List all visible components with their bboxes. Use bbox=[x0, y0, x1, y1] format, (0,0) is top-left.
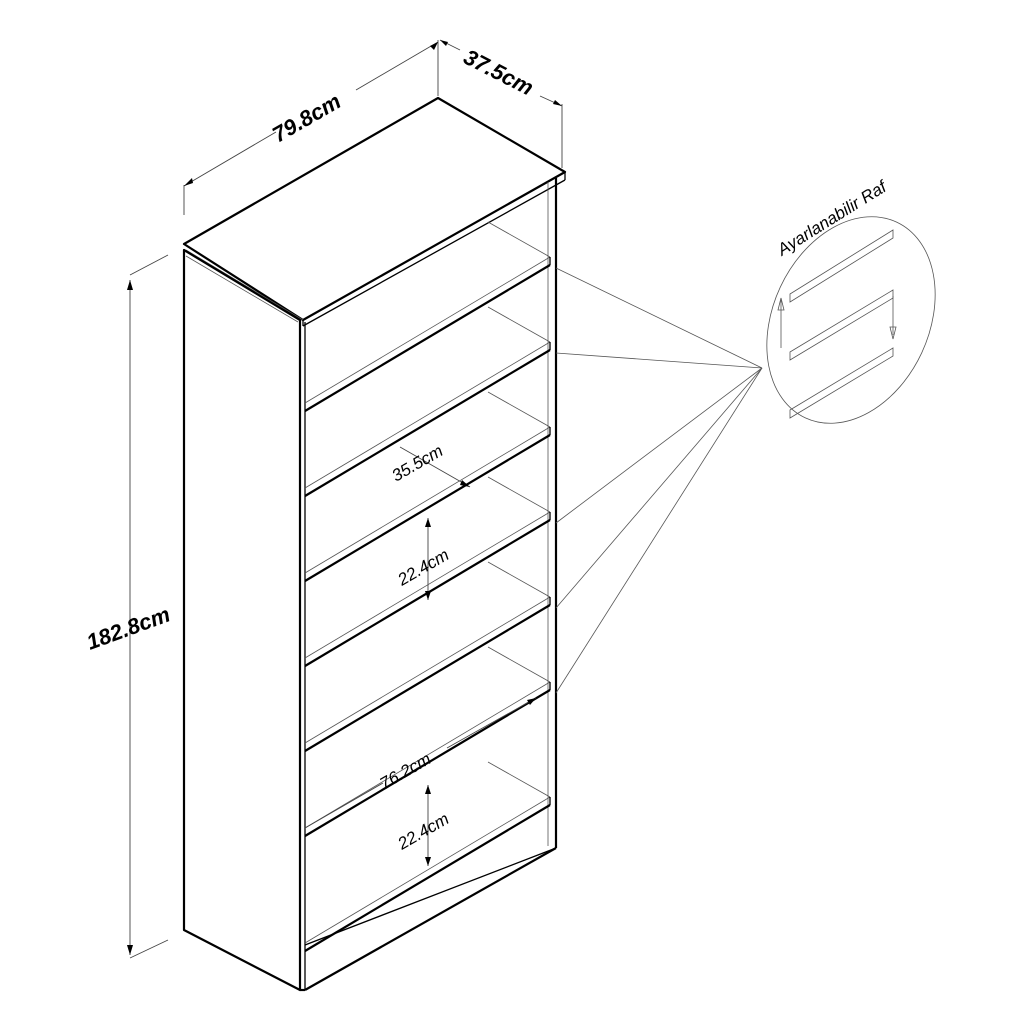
shelf-side-edge bbox=[487, 221, 551, 258]
shelf bbox=[304, 561, 551, 752]
shelf-side-edge bbox=[487, 306, 551, 343]
shelf-front-edge bbox=[304, 604, 551, 752]
height-label: 182.8cm bbox=[83, 601, 173, 654]
top-panel bbox=[182, 96, 567, 327]
bottom-plinth bbox=[304, 847, 557, 991]
shelf-front-edge bbox=[304, 434, 551, 582]
shelf-top-edge bbox=[304, 681, 551, 829]
width-dimension: 79.8cm bbox=[183, 40, 439, 215]
shelf-depth-label: 35.5cm bbox=[389, 441, 447, 485]
detail-title: Ayarlanabilir Raf bbox=[773, 176, 891, 260]
shelf bbox=[304, 221, 551, 412]
shelf bbox=[304, 761, 551, 952]
shelf-front-edge bbox=[304, 804, 551, 952]
shelf-depth-dimension: 35.5cm bbox=[389, 441, 471, 488]
depth-dimension: 37.5cm bbox=[439, 39, 563, 168]
shelf-side-edge bbox=[487, 391, 551, 428]
shelf-top-edge bbox=[304, 596, 551, 744]
shelf-top-edge bbox=[304, 796, 551, 944]
shelf-front-edge bbox=[304, 264, 551, 412]
shelf-front-edge bbox=[304, 689, 551, 837]
shelf bbox=[304, 391, 551, 582]
shelves bbox=[304, 221, 551, 952]
shelf-top-edge bbox=[304, 426, 551, 574]
shelf bbox=[304, 306, 551, 497]
width-label: 79.8cm bbox=[268, 88, 345, 147]
shelf-side-edge bbox=[487, 761, 551, 798]
shelf-side-edge bbox=[487, 476, 551, 513]
shelf-front-edge bbox=[304, 349, 551, 497]
shelf-side-edge bbox=[487, 646, 551, 683]
right-side-panel bbox=[547, 178, 558, 848]
shelf-side-edge bbox=[487, 561, 551, 598]
shelf-gap-lower-dimension: 22.4cm bbox=[394, 785, 453, 866]
inner-width-dimension: 76.2cm bbox=[304, 697, 537, 829]
shelf-gap-lower-label: 22.4cm bbox=[394, 809, 453, 854]
adjustable-shelf-detail: Ayarlanabilir Raf bbox=[766, 176, 936, 424]
shelf-top-edge bbox=[304, 341, 551, 489]
shelf-top-edge bbox=[304, 256, 551, 404]
inner-width-label: 76.2cm bbox=[377, 749, 435, 793]
shelf-top-edge bbox=[304, 511, 551, 659]
left-side-panel bbox=[182, 248, 306, 992]
shelf bbox=[304, 646, 551, 837]
height-dimension: 182.8cm bbox=[83, 254, 173, 959]
leader-lines bbox=[555, 267, 763, 694]
depth-label: 37.5cm bbox=[460, 44, 538, 100]
